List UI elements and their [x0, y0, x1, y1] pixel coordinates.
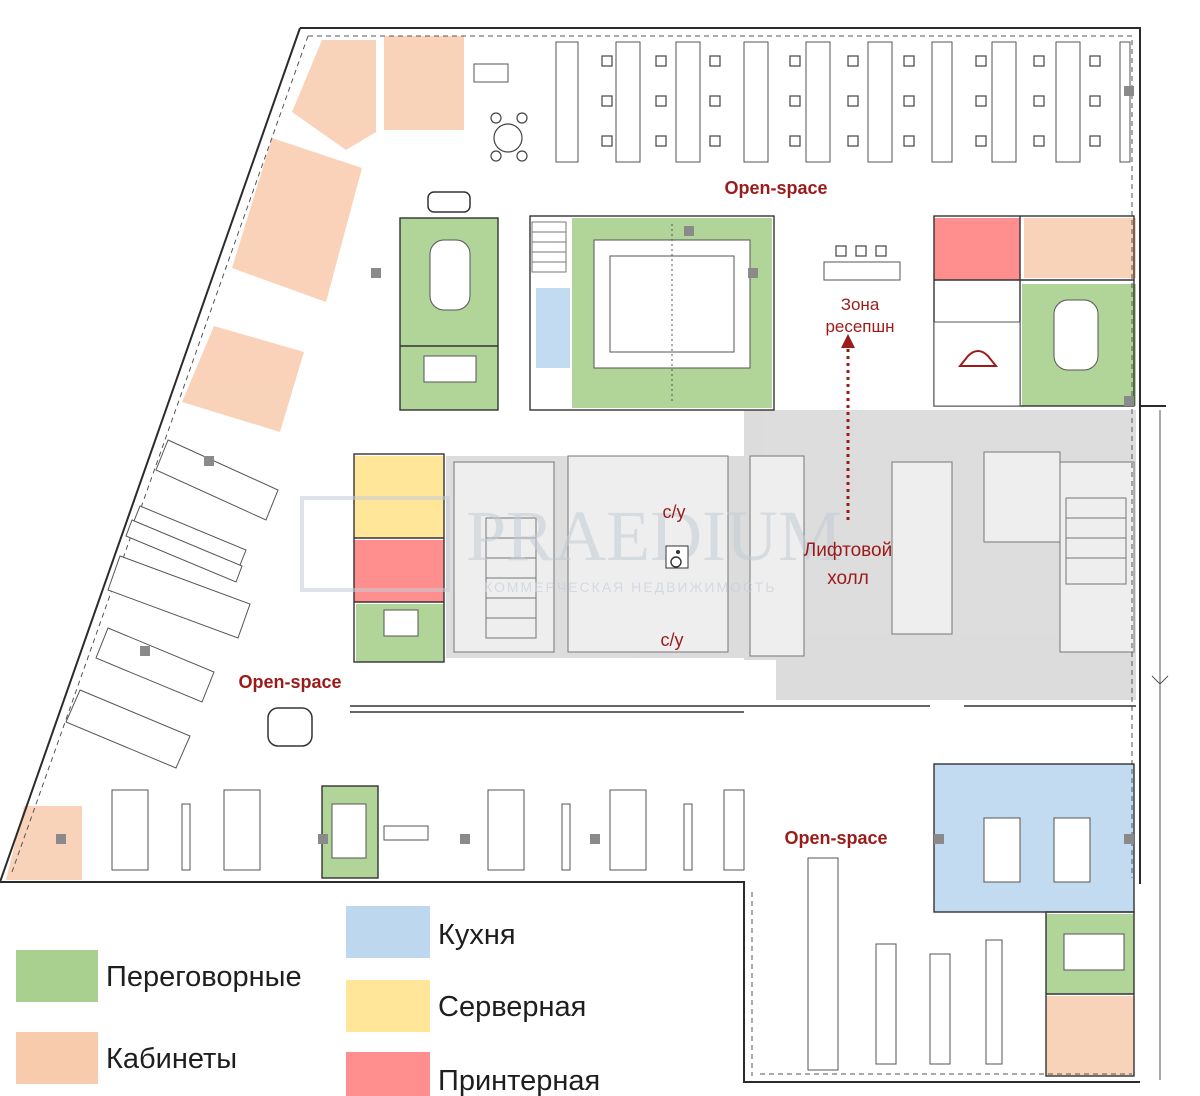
lounge-chair: [267, 707, 313, 747]
desks-bottom: [111, 789, 745, 871]
legend-label-printer: Принтерная: [438, 1065, 600, 1096]
label-elevator-2: холл: [827, 568, 869, 589]
room-walls: [321, 215, 1136, 1077]
desks-bottom-right: [807, 857, 1003, 1071]
stairs: [485, 221, 1127, 639]
legend-label-office: Кабинеты: [106, 1043, 237, 1075]
label-reception-2: ресепшн: [825, 317, 894, 336]
lounge-chair-2: [427, 191, 471, 213]
printer-room: [354, 540, 444, 602]
label-open-space-left: Open-space: [238, 672, 341, 692]
legend-swatch-server: [346, 980, 430, 1032]
label-reception-1: Зона: [841, 295, 880, 314]
reception-area: [823, 245, 1021, 407]
legend-label-meeting: Переговорные: [106, 961, 302, 993]
watermark-tagline: КОММЕРЧЕСКАЯ НЕДВИЖИМОСТЬ: [484, 579, 776, 595]
label-open-space-top: Open-space: [724, 178, 827, 198]
watermark-name: PRAEDIUM: [466, 496, 842, 576]
wheelchair-icon: [665, 545, 689, 569]
reception-arrow: [841, 334, 855, 520]
legend-swatch-office: [16, 1032, 98, 1084]
desks-left: [65, 439, 279, 769]
printer-room-2: [934, 218, 1020, 280]
kitchen-rooms: [536, 288, 1134, 912]
desks-top: [555, 41, 1131, 163]
legend-label-server: Серверная: [438, 991, 586, 1023]
building-outline: [0, 27, 1169, 1083]
label-wc-bottom: с/у: [660, 630, 683, 650]
legend-swatch-printer: [346, 1052, 430, 1096]
label-elevator-1: Лифтовой: [804, 540, 892, 561]
legend-label-kitchen: Кухня: [438, 919, 516, 951]
chairs-top: [473, 55, 1101, 162]
office-rooms: [6, 36, 1136, 1076]
core-rooms: [453, 451, 1135, 657]
label-wc-top: с/у: [662, 502, 685, 522]
legend: Переговорные Кабинеты Кухня Серверная Пр…: [16, 906, 600, 1096]
watermark: PRAEDIUM КОММЕРЧЕСКАЯ НЕДВИЖИМОСТЬ: [300, 496, 842, 595]
columns: [56, 86, 1134, 844]
meeting-tables: [331, 224, 1125, 971]
legend-swatch-kitchen: [346, 906, 430, 958]
legend-swatch-meeting: [16, 950, 98, 1002]
label-open-space-bottom: Open-space: [784, 828, 887, 848]
